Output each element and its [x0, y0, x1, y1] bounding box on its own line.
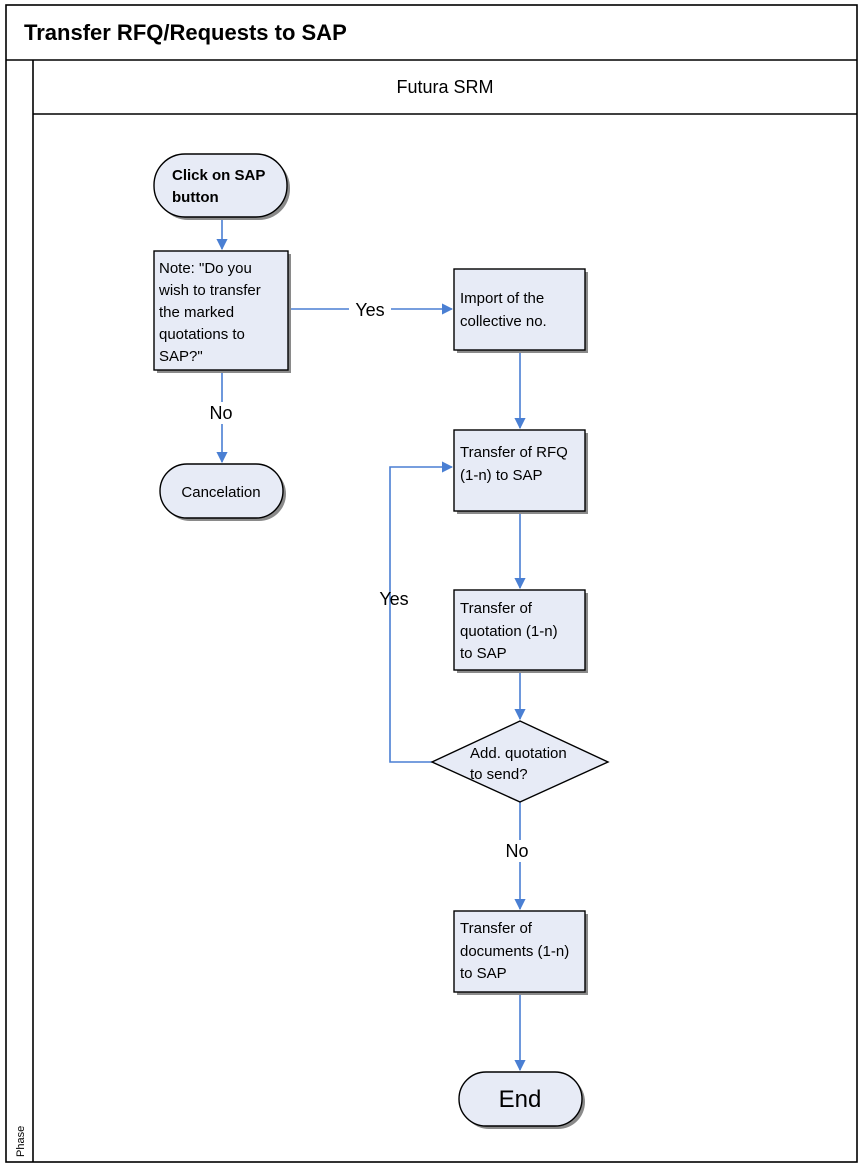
edge-label-note-yes: Yes [355, 300, 384, 320]
edge-label-bg [349, 299, 391, 319]
end-node: End [458, 1071, 585, 1129]
edge-label-note-no: No [209, 403, 232, 423]
transfer-quotation-label: Transfer of quotation (1-n) to SAP [460, 600, 562, 662]
import-collective-no-process: Import of the collective no. [453, 268, 588, 353]
edge-label-decision-no: No [505, 841, 528, 861]
lane-title: Futura SRM [396, 77, 493, 97]
edge-label-bg [501, 840, 537, 862]
start-node-label: Click on SAP button [172, 167, 269, 206]
start-node: Click on SAP button [153, 153, 290, 220]
transfer-documents-process: Transfer of documents (1-n) to SAP [453, 910, 588, 995]
note-question-box: Note: "Do you wish to transfer the marke… [153, 250, 291, 373]
phase-label: Phase [15, 1126, 27, 1157]
note-question-text: Note: "Do you wish to transfer the marke… [158, 260, 265, 365]
import-process-label: Import of the collective no. [460, 290, 548, 330]
decision-add-quotation: Add. quotation to send? [430, 720, 610, 803]
diagram-frame [5, 4, 858, 1163]
cancelation-label: Cancelation [181, 484, 260, 501]
decision-label: Add. quotation to send? [470, 745, 571, 783]
edge-label-loop-yes: Yes [379, 589, 408, 609]
diagram-title: Transfer RFQ/Requests to SAP [24, 20, 347, 45]
end-label: End [499, 1086, 542, 1113]
transfer-quotation-process: Transfer of quotation (1-n) to SAP [453, 589, 588, 673]
transfer-rfq-process: Transfer of RFQ (1-n) to SAP [453, 429, 588, 514]
edge-label-bg [204, 402, 240, 424]
cancelation-node: Cancelation [159, 463, 286, 521]
edge-decision-loop-back [389, 461, 454, 763]
transfer-documents-label: Transfer of documents (1-n) to SAP [460, 920, 573, 982]
transfer-rfq-label: Transfer of RFQ (1-n) to SAP [460, 444, 572, 484]
